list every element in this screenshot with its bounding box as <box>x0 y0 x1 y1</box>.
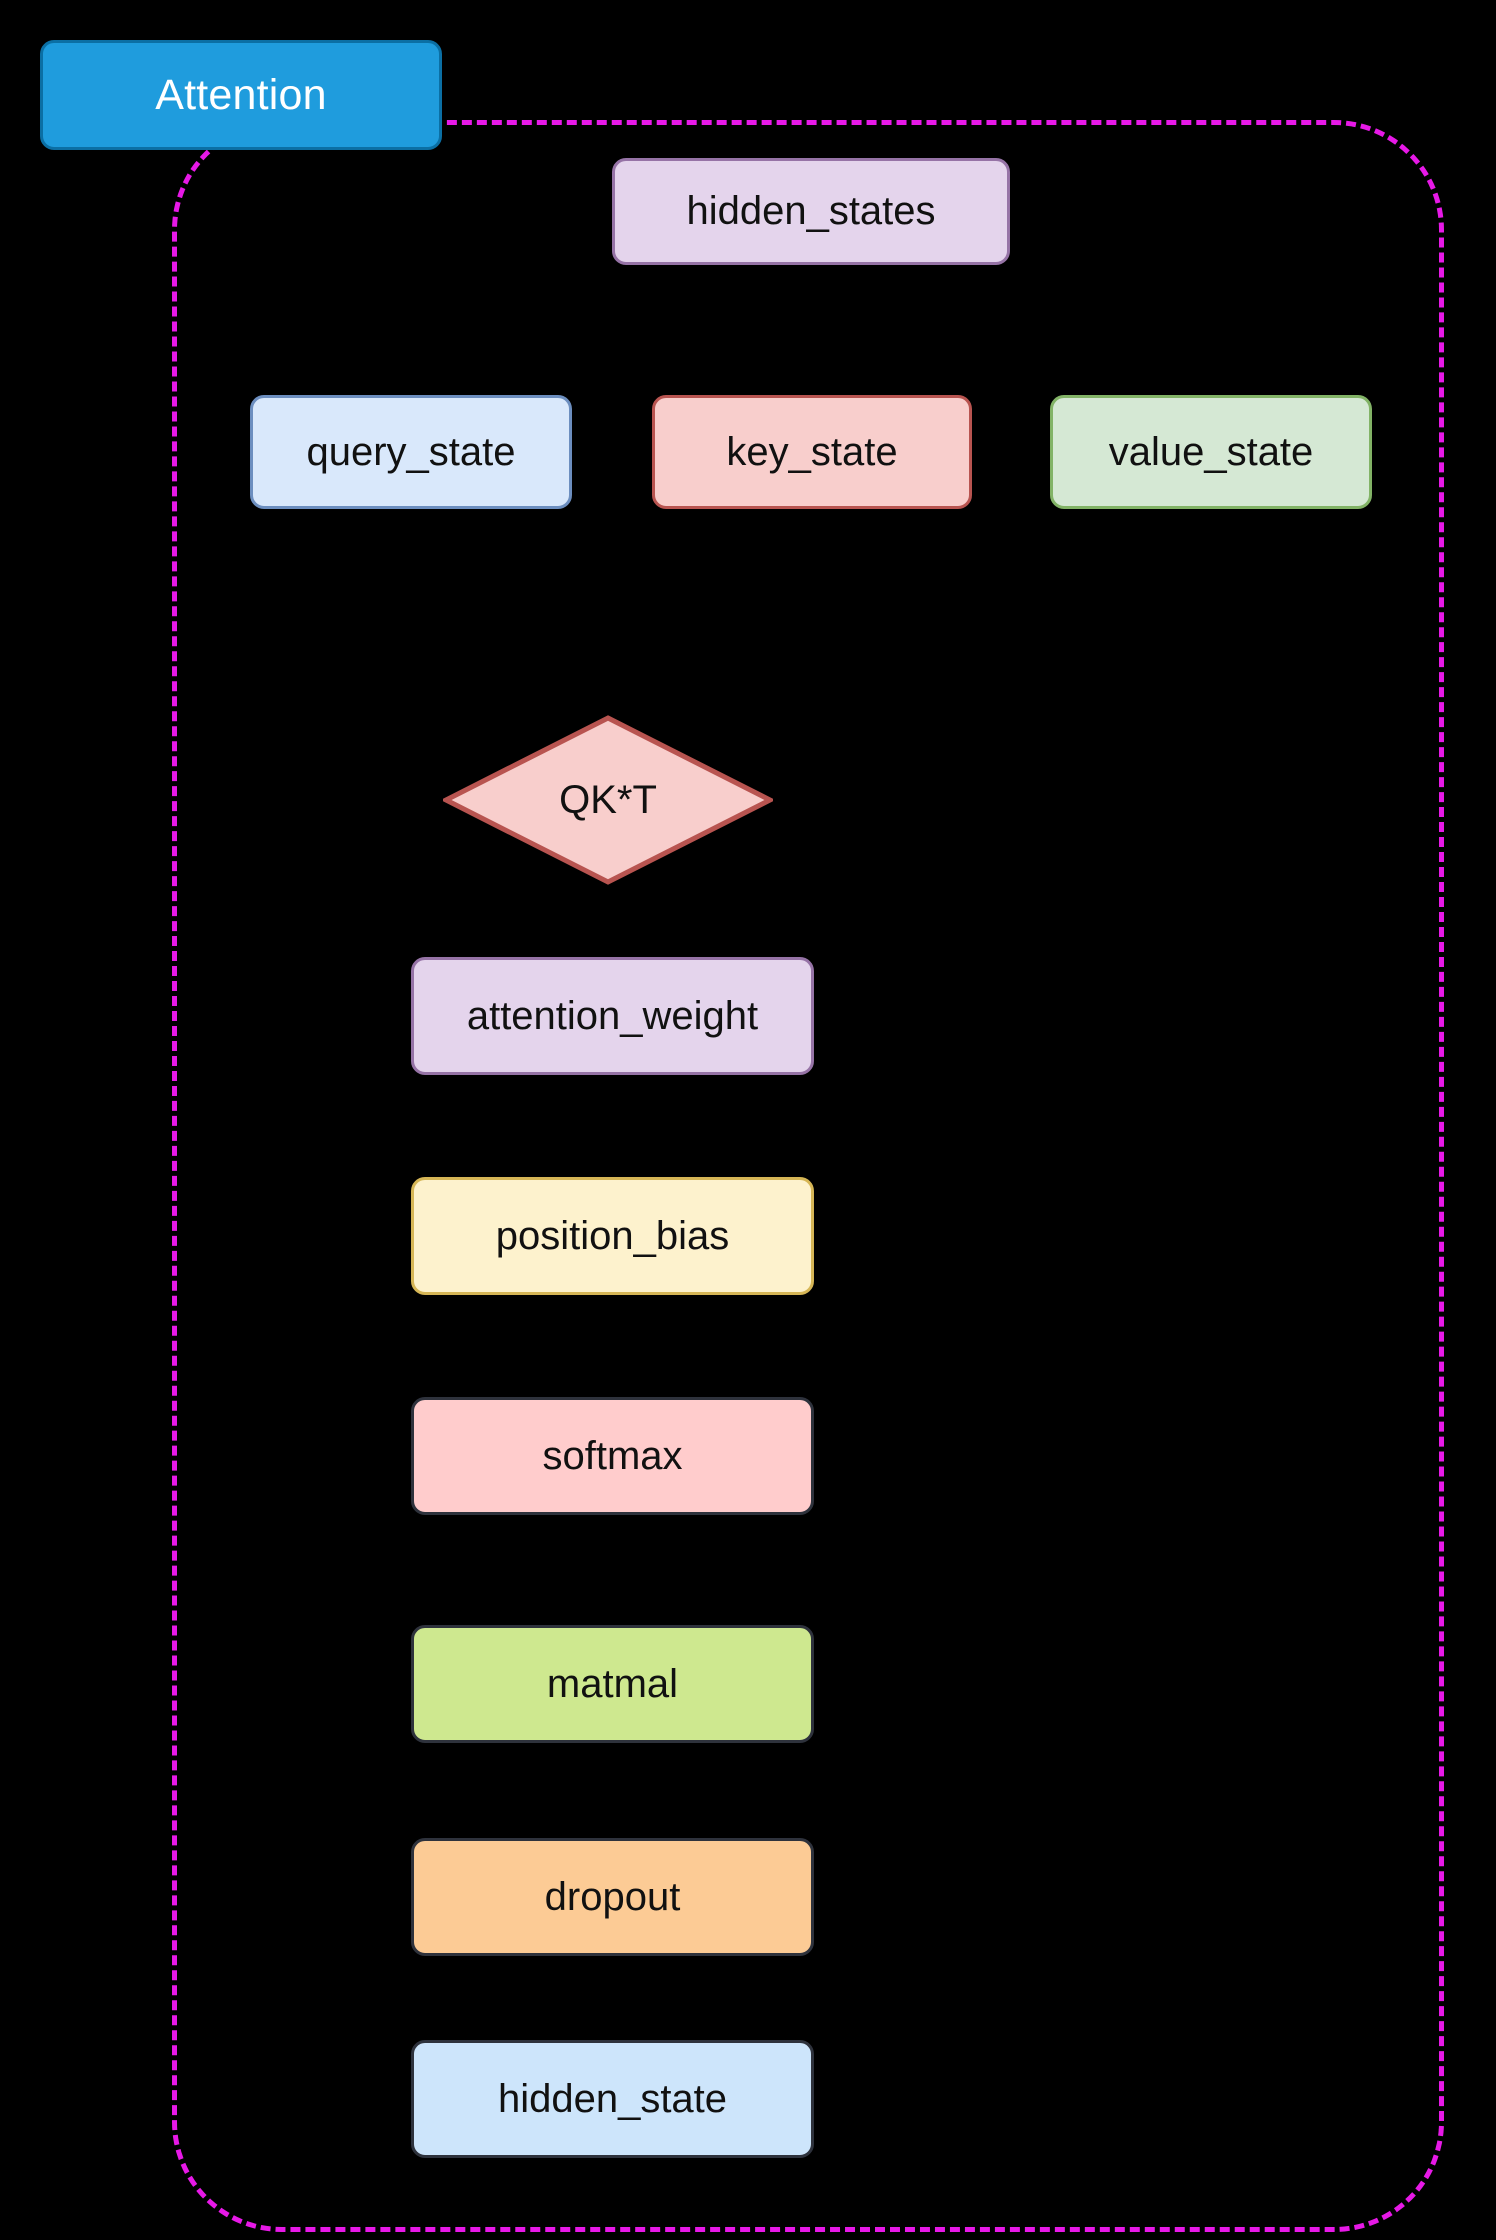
node-position-bias-label: position_bias <box>495 1213 730 1258</box>
node-hidden-state-label: hidden_state <box>497 2076 728 2121</box>
node-query-state[interactable]: query_state <box>250 395 572 509</box>
node-attention-weight[interactable]: attention_weight <box>411 957 814 1075</box>
subgraph-title-label: Attention <box>155 70 327 119</box>
subgraph-attention-container <box>172 120 1444 2232</box>
node-hidden-state[interactable]: hidden_state <box>411 2040 814 2158</box>
node-key-state[interactable]: key_state <box>652 395 972 509</box>
node-position-bias[interactable]: position_bias <box>411 1177 814 1295</box>
node-key-state-label: key_state <box>726 429 898 474</box>
subgraph-title-attention[interactable]: Attention <box>40 40 442 150</box>
node-value-state[interactable]: value_state <box>1050 395 1372 509</box>
node-hidden-states[interactable]: hidden_states <box>612 158 1010 265</box>
node-matmal-label: matmal <box>546 1661 679 1706</box>
node-qkt-label: QK*T <box>559 777 657 822</box>
node-softmax-label: softmax <box>542 1433 683 1478</box>
node-dropout-label: dropout <box>544 1874 681 1919</box>
node-query-state-label: query_state <box>306 429 516 474</box>
node-qkt-diamond[interactable]: QK*T <box>443 715 773 885</box>
node-softmax[interactable]: softmax <box>411 1397 814 1515</box>
diamond-shape-icon <box>443 715 773 885</box>
node-matmal[interactable]: matmal <box>411 1625 814 1743</box>
node-hidden-states-label: hidden_states <box>686 189 936 233</box>
node-value-state-label: value_state <box>1108 429 1314 474</box>
node-dropout[interactable]: dropout <box>411 1838 814 1956</box>
node-attention-weight-label: attention_weight <box>466 993 759 1038</box>
